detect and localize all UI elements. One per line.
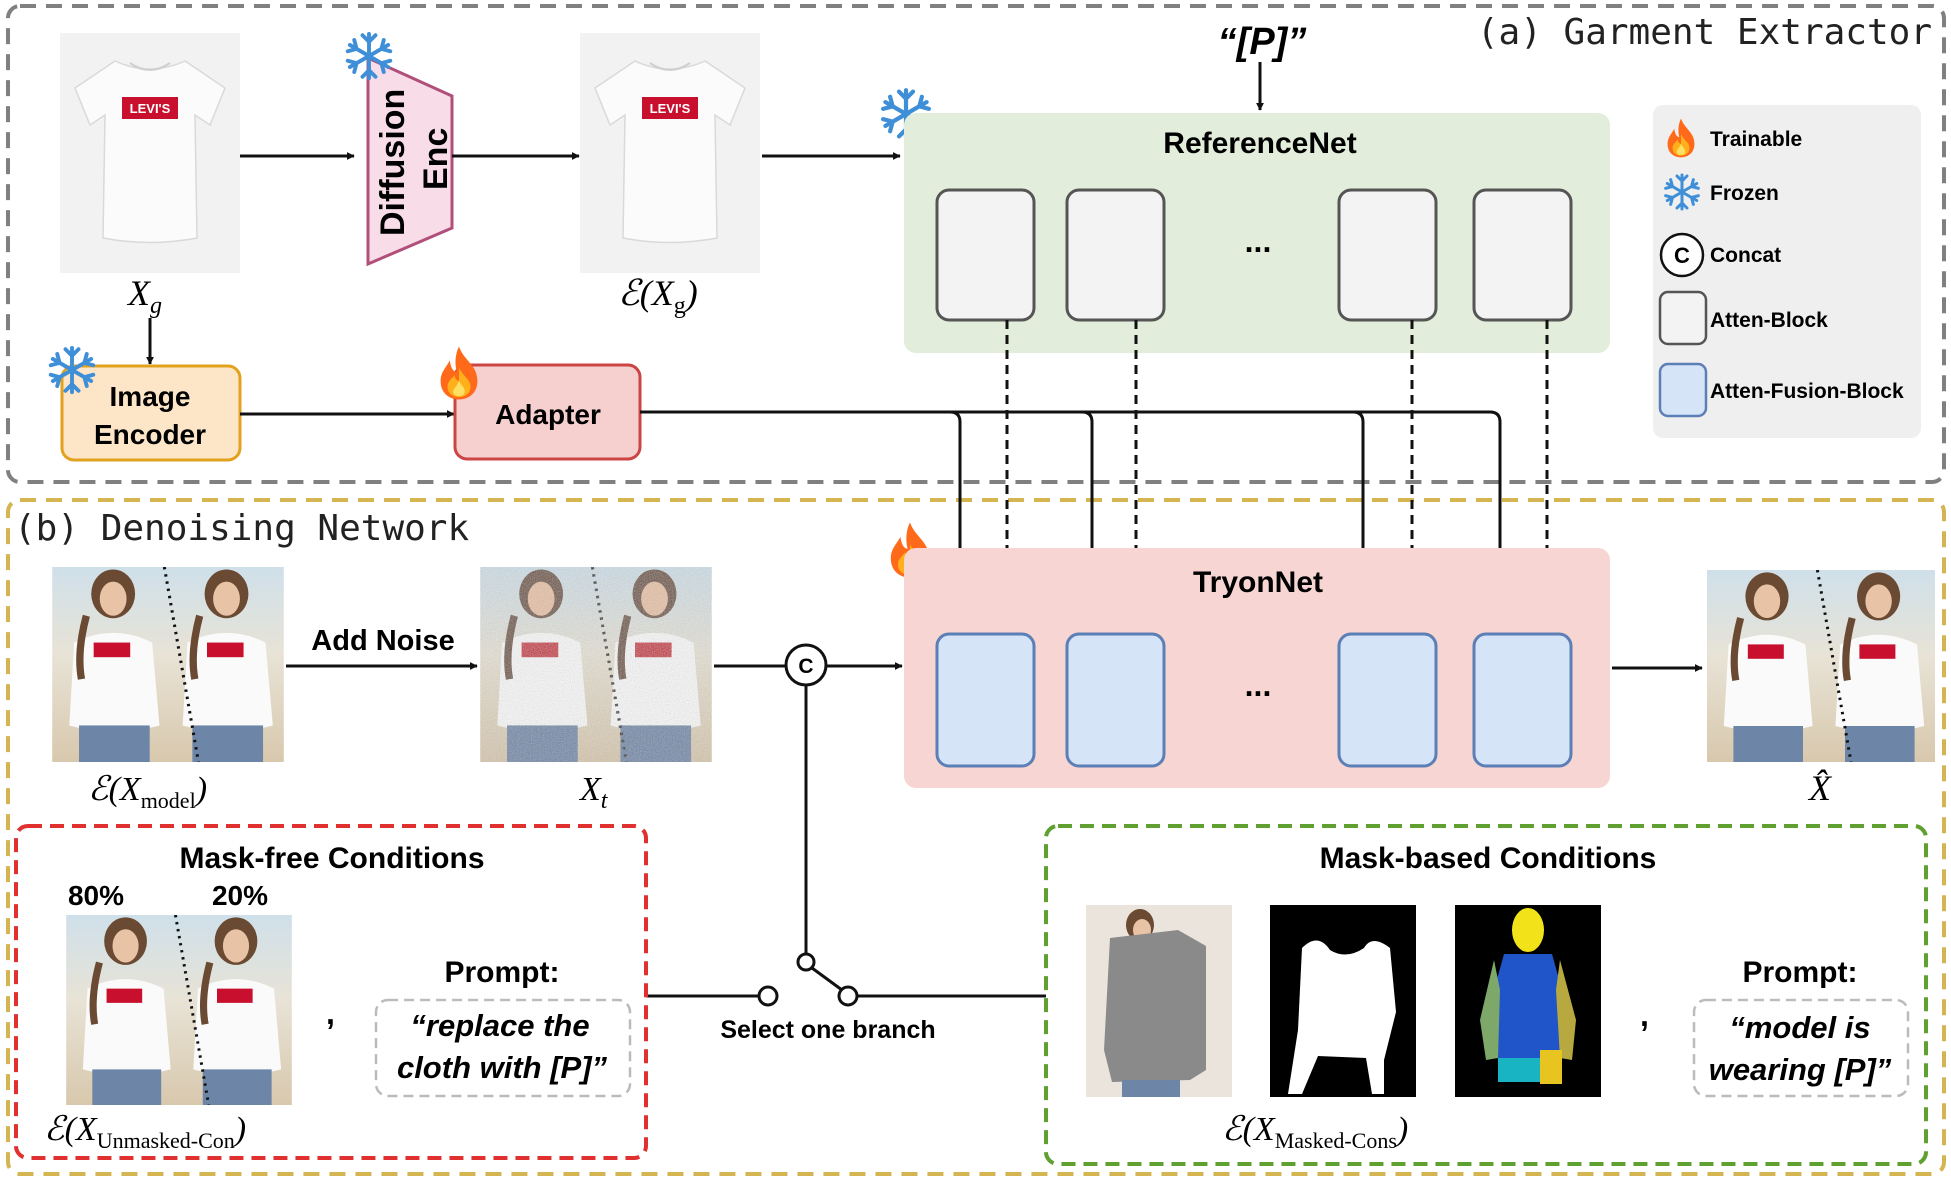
model-latent-label: ℰ(Xmodel) [88, 771, 207, 813]
mask-based-comma: , [1640, 997, 1649, 1033]
referencenet-ellipsis: ... [1245, 223, 1272, 259]
atten-fusion-block-4 [1472, 632, 1573, 768]
encoded-garment-image [580, 33, 760, 273]
mask-free-prompt-line1: “replace the [410, 1008, 589, 1043]
agnostic-mask-image [1270, 905, 1416, 1097]
xhat-label: X̂ [1807, 768, 1833, 808]
add-noise-label: Add Noise [311, 625, 454, 657]
legend-frozen-label: Frozen [1710, 182, 1779, 205]
atten-fusion-block-2 [1065, 632, 1166, 768]
mask-based-prompt-title: Prompt: [1743, 956, 1858, 989]
encoded-garment-label: ℰ(Xg) [618, 273, 698, 319]
atten-block-4 [1472, 188, 1573, 322]
select-branch-label: Select one branch [720, 1016, 935, 1044]
garment-extractor-title: (a) Garment Extractor [1477, 12, 1932, 53]
mask-free-pct-left: 80% [68, 880, 124, 911]
tryonnet-ellipsis: ... [1245, 667, 1272, 703]
concat-icon [1659, 232, 1705, 278]
legend-atten-block-swatch [1658, 290, 1708, 346]
diffusion-enc-block: Diffusion Enc [366, 55, 455, 267]
referencenet-title: ReferenceNet [1163, 127, 1356, 160]
mask-free-prompt-line2: cloth with [P]” [397, 1050, 608, 1085]
diffusion-enc-label-line1: Diffusion [374, 89, 412, 236]
atten-fusion-block-3 [1337, 632, 1438, 768]
mask-free-comma: , [326, 995, 335, 1031]
noisy-model-image [480, 567, 712, 762]
masked-condition-label: ℰ(XMasked-Cons) [1222, 1111, 1408, 1153]
legend: Trainable Frozen C Concat Atten-Block At… [1653, 105, 1921, 438]
adapter-label: Adapter [495, 399, 601, 430]
legend-atten-fusion-block-swatch [1658, 362, 1708, 418]
legend-concat-label: Concat [1710, 244, 1781, 267]
atten-block-1 [935, 188, 1036, 322]
diffusion-enc-label-line2: Enc [417, 128, 455, 190]
masked-person-image [1086, 905, 1232, 1097]
legend-concat-symbol: C [1674, 243, 1690, 268]
densepose-image [1455, 905, 1601, 1097]
legend-atten-block-label: Atten-Block [1710, 309, 1828, 332]
mask-free-prompt-title: Prompt: [445, 956, 560, 989]
mask-based-title: Mask-based Conditions [1320, 842, 1657, 875]
mask-based-prompt-box [1692, 998, 1910, 1098]
legend-trainable-label: Trainable [1710, 128, 1802, 151]
garment-extractor-frame [6, 4, 1946, 484]
atten-block-2 [1065, 188, 1166, 322]
adapter-connections [640, 410, 1507, 632]
mask-free-frame [14, 824, 648, 1160]
mask-based-prompt-line2: wearing [P]” [1709, 1052, 1892, 1087]
fire-icon [440, 346, 478, 400]
mask-free-pct-right: 20% [212, 880, 268, 911]
mask-free-prompt-box [374, 998, 632, 1098]
image-encoder-label-line1: Image [110, 381, 191, 412]
model-image [52, 567, 284, 762]
atten-block-3 [1337, 188, 1438, 322]
mask-based-prompt-line1: “model is [1729, 1010, 1870, 1045]
image-encoder-label-line2: Encoder [94, 419, 206, 450]
concat-node-symbol: C [798, 655, 813, 678]
tryonnet-title: TryonNet [1193, 566, 1323, 599]
legend-atten-fusion-block-label: Atten-Fusion-Block [1710, 380, 1904, 403]
mask-free-title: Mask-free Conditions [179, 842, 484, 875]
unmasked-condition-label: ℰ(XUnmasked-Con) [44, 1111, 246, 1153]
unmasked-condition-image [66, 915, 292, 1105]
denoising-network-title: (b) Denoising Network [14, 508, 469, 549]
xt-label: Xt [578, 771, 609, 814]
xg-label: Xg [126, 273, 162, 319]
garment-image [60, 33, 240, 273]
prompt-token: “[P]” [1218, 21, 1307, 63]
atten-fusion-block-1 [935, 632, 1036, 768]
snowflake-icon [347, 34, 392, 78]
legend-background [1653, 105, 1921, 438]
branch-switch [646, 685, 1046, 1007]
output-image [1707, 570, 1935, 762]
mask-based-frame [1044, 824, 1928, 1166]
